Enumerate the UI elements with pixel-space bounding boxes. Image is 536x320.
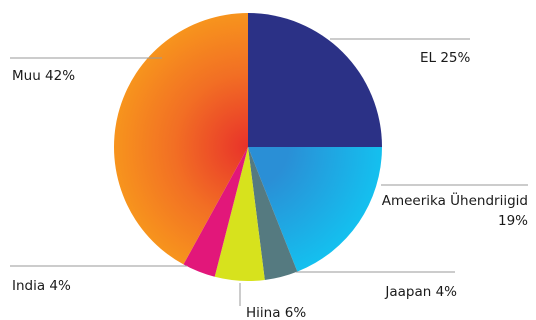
pie-slice-muu: [113, 12, 248, 265]
label-el: EL 25%: [420, 50, 471, 66]
pie-slice-hiina: [214, 147, 265, 281]
label-usa-value: 19%: [498, 213, 528, 229]
pie-slice-india: [183, 147, 248, 277]
label-jaapan: Jaapan 4%: [384, 284, 457, 300]
label-usa: Ameerika Ühendriigid: [382, 191, 528, 209]
label-india: India 4%: [12, 278, 71, 294]
label-muu: Muu 42%: [12, 68, 75, 84]
label-hiina: Hiina 6%: [246, 305, 306, 320]
pie-slice-jaapan: [248, 147, 298, 280]
pie-slice-usa: [248, 147, 382, 272]
pie-slice-el: [248, 13, 382, 147]
